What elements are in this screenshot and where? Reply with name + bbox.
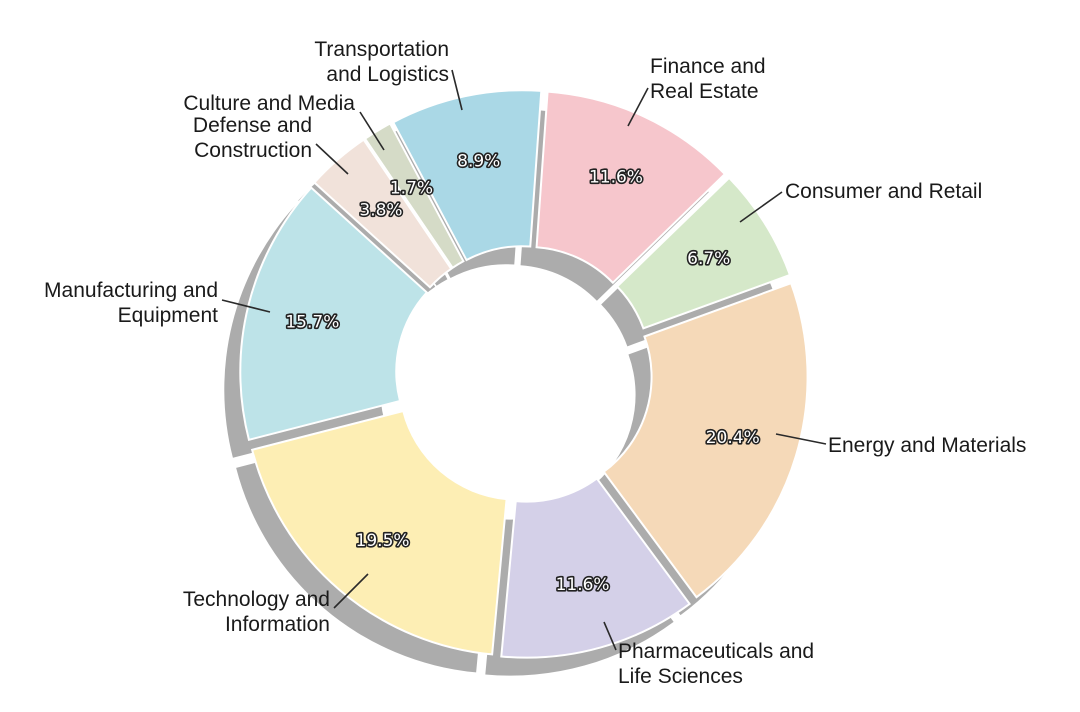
percent-label-technology-and-information: 19.5%: [356, 531, 410, 551]
leader-line-pharmaceuticals-and-life-sciences: [603, 621, 617, 651]
slice-finance-and-real-estate: [535, 90, 727, 285]
percent-label-finance-and-real-estate: 11.6%: [589, 167, 643, 187]
leader-line-energy-and-materials: [775, 433, 827, 445]
percent-labels: 20.4% 11.6% 19.5% 15.7% 3.8%1.7% 8.9% 11.6% 6.7…: [284, 150, 762, 596]
slice-consumer-and-retail: [615, 176, 792, 330]
percent-label-culture-and-media: 1.7%: [390, 178, 433, 198]
leader-line-transportation-and-logistics: [451, 69, 463, 111]
percent-label-pharmaceuticals-and-life-sciences: 11.6%: [556, 575, 610, 595]
percent-label-transportation-and-logistics: 8.9%: [457, 152, 500, 172]
leader-lines: [221, 69, 827, 651]
category-label-consumer-and-retail: Consumer and Retail: [785, 180, 982, 203]
slice-manufacturing-and-equipment: [239, 186, 429, 442]
percent-label-energy-and-materials: 20.4%: [706, 428, 760, 448]
slice-pharmaceuticals-and-life-sciences: [500, 477, 692, 659]
slices: [239, 89, 809, 659]
leader-line-technology-and-information: [333, 573, 369, 609]
slice-transportation-and-logistics: [391, 89, 543, 262]
leader-line-finance-and-real-estate: [627, 87, 649, 127]
category-label-energy-and-materials: Energy and Materials: [828, 434, 1026, 457]
percent-label-manufacturing-and-equipment: 15.7%: [285, 313, 339, 333]
percent-label-defense-and-construction: 3.8%: [359, 200, 402, 220]
slice-technology-and-information: [250, 409, 508, 656]
category-label-culture-and-media: Culture and Media: [183, 92, 355, 115]
leader-line-consumer-and-retail: [739, 191, 783, 223]
percent-label-consumer-and-retail: 6.7%: [687, 249, 730, 269]
leader-line-manufacturing-and-equipment: [221, 299, 271, 313]
slice-defense-and-construction: [312, 138, 453, 289]
slice-energy-and-materials: [602, 281, 809, 599]
leader-line-defense-and-construction: [315, 143, 349, 175]
leader-line-culture-and-media: [359, 111, 385, 151]
